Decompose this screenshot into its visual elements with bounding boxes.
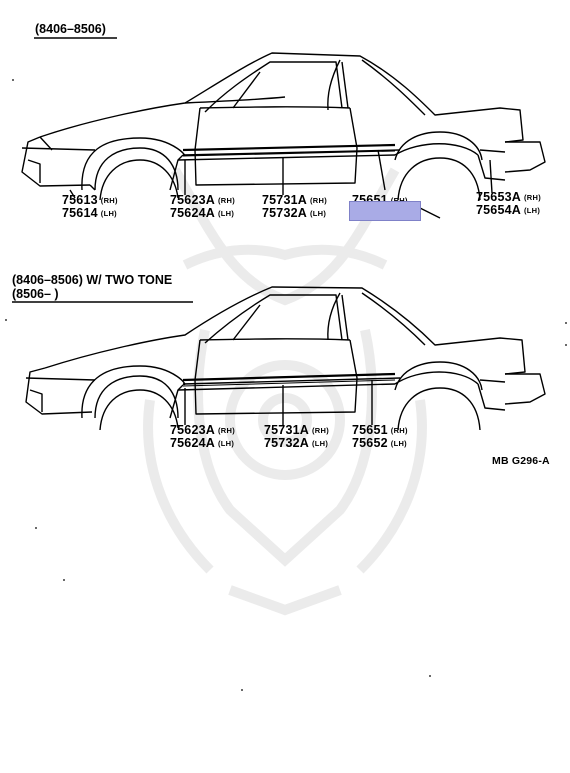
car-side-view-top <box>21 52 546 219</box>
scan-specks <box>5 79 567 691</box>
car-side-view-bottom <box>25 286 546 431</box>
part-number-label[interactable]: 75623A(RH) 75624A(LH) <box>170 423 236 450</box>
part-number-label[interactable]: 75731A(RH) 75732A(LH) <box>264 423 330 450</box>
bottom-section-title-line1: (8406–8506) W/ TWO TONE <box>12 273 173 287</box>
bottom-section-title-line2: (8506– ) <box>12 287 59 301</box>
part-number-label[interactable]: 75653A(RH) 75654A(LH) <box>476 190 542 217</box>
top-section-title: (8406–8506) <box>35 22 106 36</box>
part-number-label[interactable]: 75731A(RH) 75732A(LH) <box>262 193 328 220</box>
part-number-label[interactable]: 75613(RH) 75614(LH) <box>62 193 118 220</box>
figure-code: MB G296-A <box>492 455 550 467</box>
part-number-label[interactable]: 75623A(RH) 75624A(LH) <box>170 193 236 220</box>
part-number-label[interactable]: 75651(RH) 75652(LH) <box>352 423 408 450</box>
highlight-box[interactable] <box>349 201 421 221</box>
